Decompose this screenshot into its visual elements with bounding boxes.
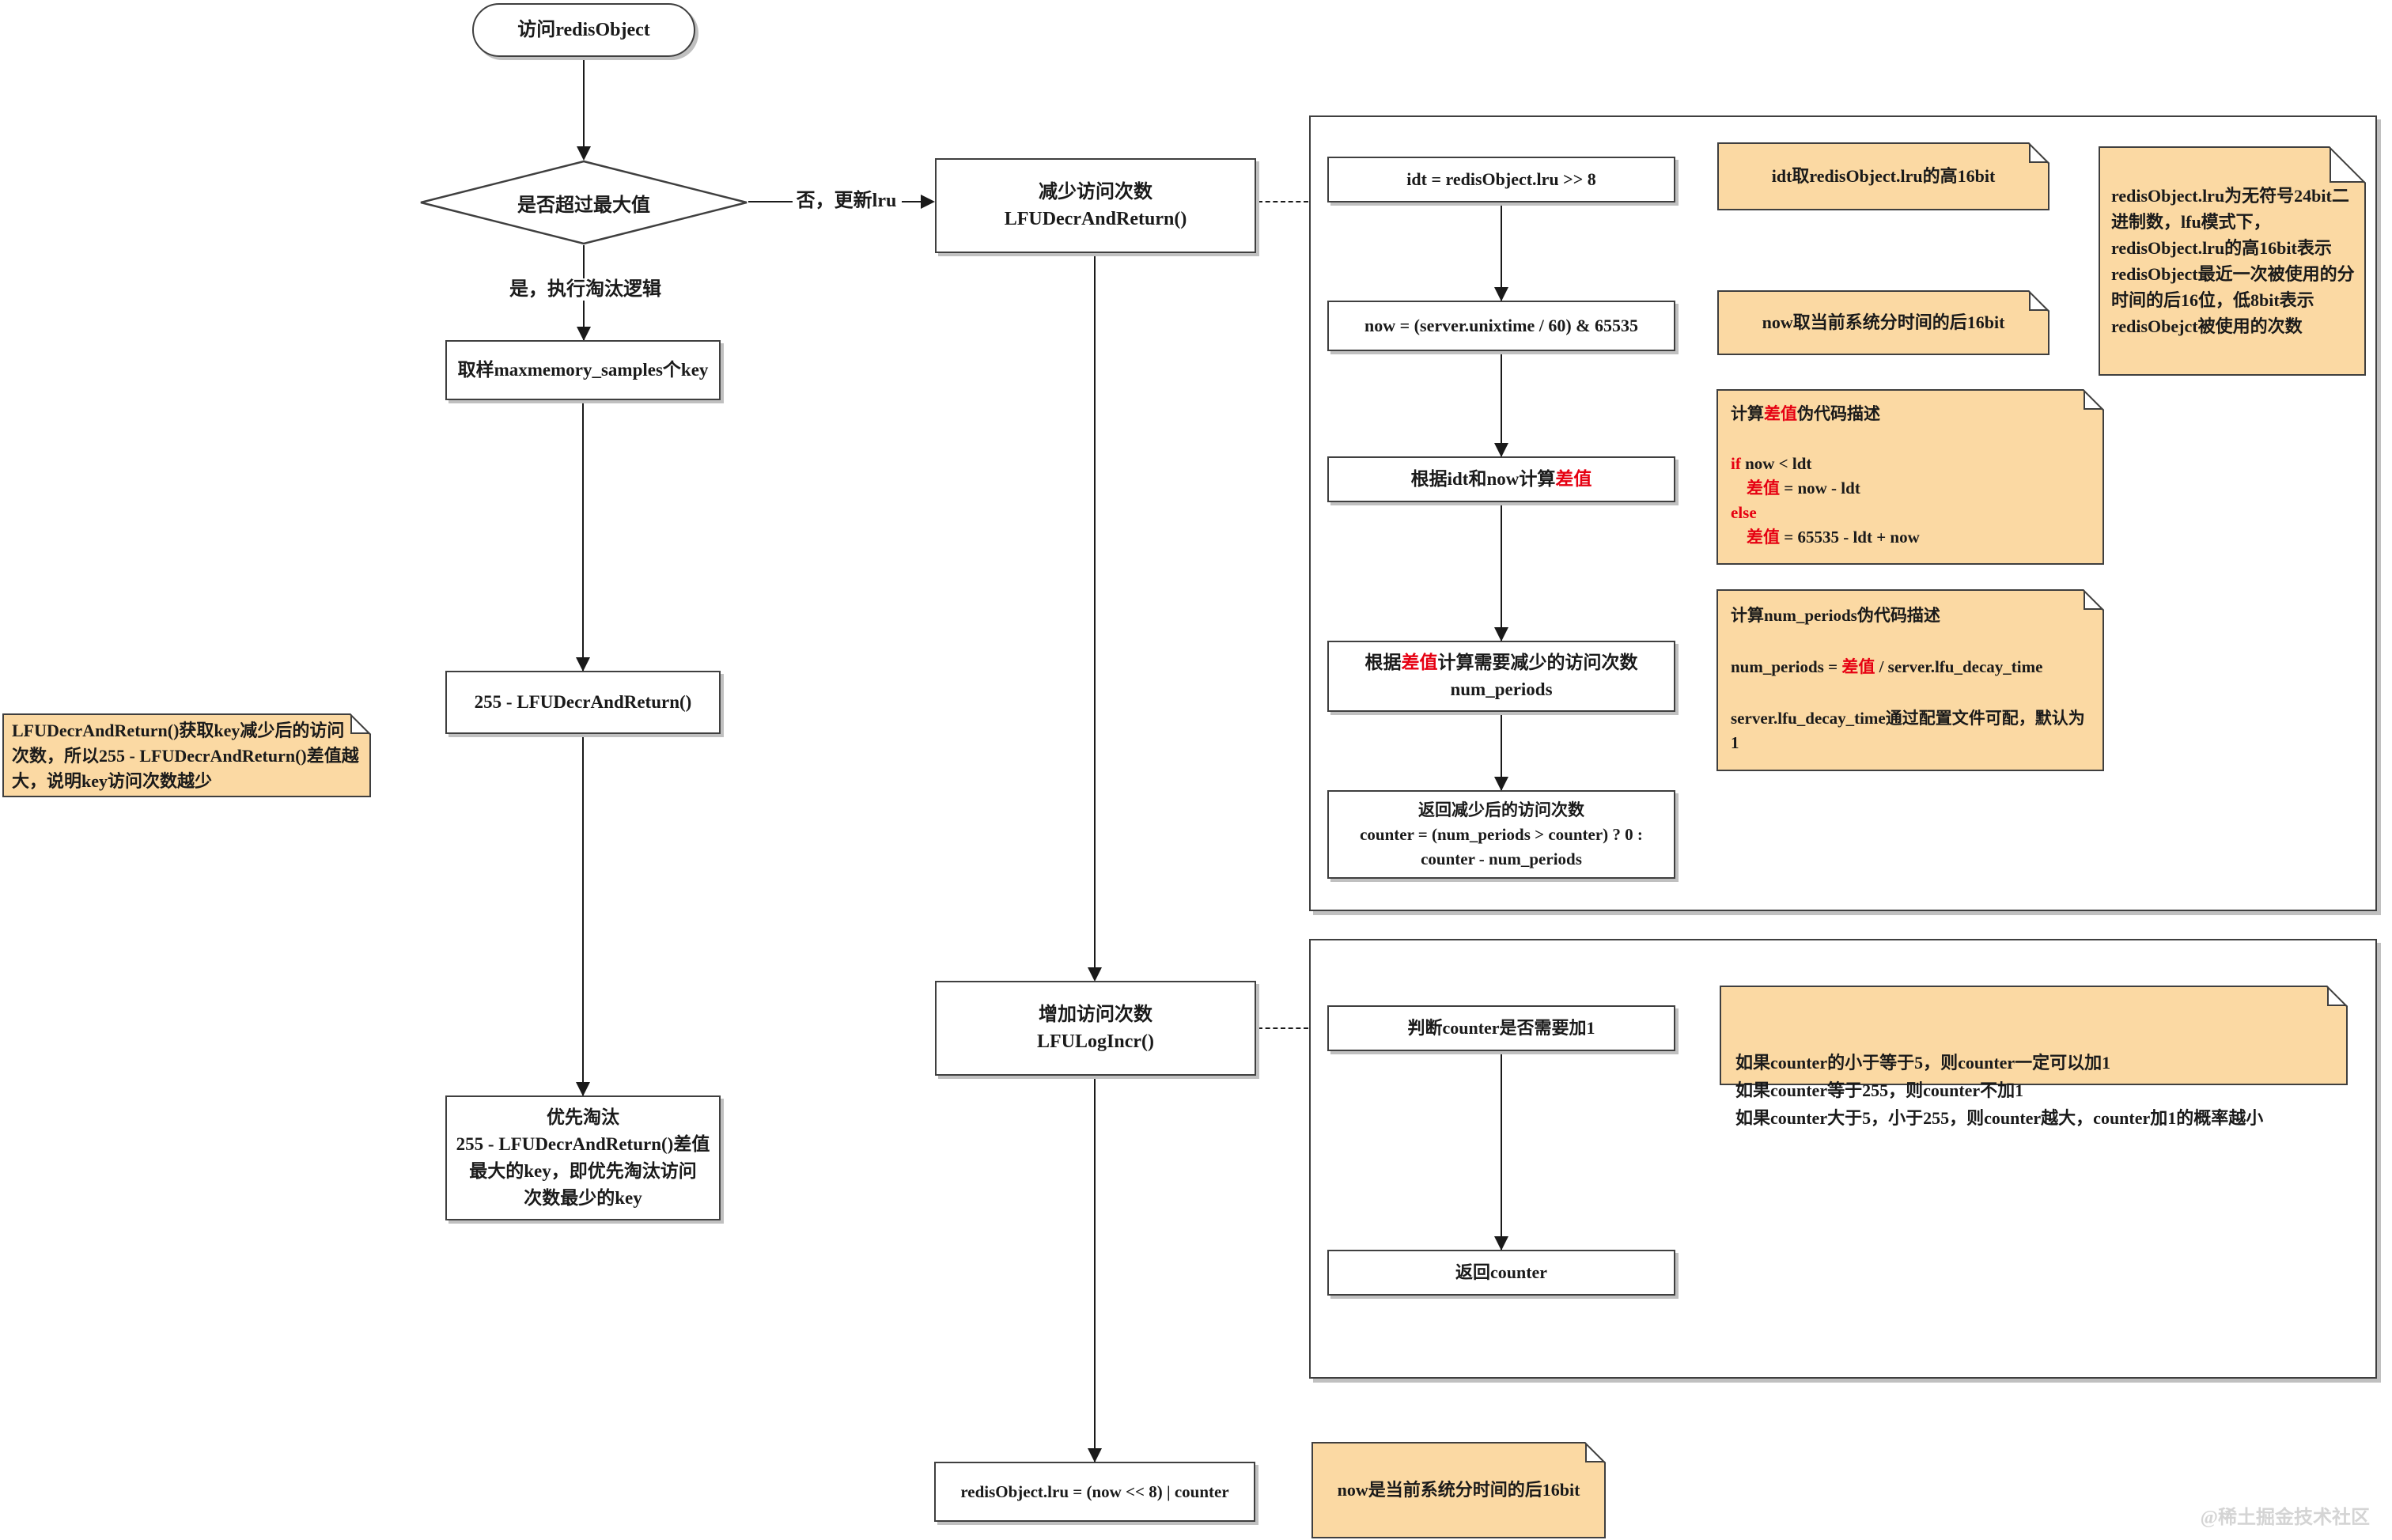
now-box: now = (server.unixtime / 60) & 65535 [1327,301,1675,351]
note-fold-icon [2082,589,2104,611]
note-np-pseudo: 计算num_periods伪代码描述 num_periods = 差值 / se… [1716,589,2104,771]
note-now-bottom: now是当前系统分时间的后16bit [1311,1442,1606,1538]
connector-diff-np [1501,502,1502,641]
connector-np-return [1501,712,1502,790]
note-idt: idt取redisObject.lru的高16bit [1717,142,2049,210]
note-lfu-decr-return: LFUDecrAndReturn()获取key减少后的访问次数，所以255 - … [2,713,371,797]
connector-start-decision [583,57,585,149]
note-text: now取当前系统分时间的后16bit [1762,312,2005,332]
arrowhead-down-icon [1494,777,1508,791]
start-terminator: 访问redisObject [472,3,695,57]
connector-judge-return [1501,1051,1502,1250]
decision-diamond-shape [420,160,748,245]
arrowhead-down-icon [1494,443,1508,457]
arrowhead-down-icon [1494,1236,1508,1251]
connector-calc-evict [582,734,584,1095]
note-text: 如果counter的小于等于5，则counter一定可以加1 如果counter… [1735,1053,2264,1128]
connector-no-left [748,201,793,202]
pseudo-line-np: num_periods = 差值 / server.lfu_decay_time [1731,657,2043,676]
connector-decr-incr [1094,253,1096,968]
note-fold-icon [2082,389,2104,411]
pseudo-line-config: server.lfu_decay_time通过配置文件可配，默认为1 [1731,709,2085,752]
arrowhead-down-icon [1494,287,1508,301]
connector-now-diff [1501,351,1502,456]
arrowhead-down-icon [1494,627,1508,641]
note-counter-rules: 如果counter的小于等于5，则counter一定可以加1 如果counter… [1720,986,2348,1128]
diff-box: 根据idt和now计算差值 [1327,456,1675,502]
pseudo-line-then: 差值 = now - ldt [1747,479,1860,498]
watermark: @稀土掘金技术社区 [2200,1508,2370,1528]
note-now: now取当前系统分时间的后16bit [1717,290,2049,355]
judge-counter-box: 判断counter是否需要加1 [1327,1005,1675,1051]
decision-diamond: 是否超过最大值 [517,195,650,216]
dashed-connector-incr [1258,1027,1308,1029]
edge-label-no: 否，更新lru [793,190,900,212]
decr-fn-box: 减少访问次数 LFUDecrAndReturn() [935,158,1256,253]
return-counter-box: 返回counter [1327,1250,1675,1296]
arrowhead-down-icon [577,327,591,341]
note-lru-layout: redisObject.lru为无符号24bit二进制数，lfu模式下，redi… [2099,146,2366,376]
idt-box: idt = redisObject.lru >> 8 [1327,157,1675,202]
np-box-line1: 根据差值计算需要减少的访问次数 [1364,653,1638,672]
np-box-line2: num_periods [1450,679,1553,699]
arrowhead-down-icon [576,1082,590,1096]
connector-incr-update [1094,1076,1096,1462]
dashed-connector-decr [1258,201,1308,202]
edge-label-yes: 是，执行淘汰逻辑 [475,278,696,301]
note-fold-icon [2328,146,2366,184]
connector-idt-now [1501,202,1502,301]
pseudo-line-if: if now < ldt [1731,454,1812,473]
note-text: idt取redisObject.lru的高16bit [1771,166,1996,186]
arrowhead-right-icon [921,195,935,209]
arrowhead-down-icon [1088,1448,1102,1462]
incr-fn-box: 增加访问次数 LFULogIncr() [935,981,1256,1076]
diff-box-text: 根据idt和now计算 [1410,469,1556,489]
note-text: LFUDecrAndReturn()获取key减少后的访问次数，所以255 - … [12,721,359,791]
note-text: redisObject.lru为无符号24bit二进制数，lfu模式下，redi… [2111,186,2355,336]
decr-calc-box: 255 - LFUDecrAndReturn() [445,671,721,734]
note-diff-pseudo: 计算差值伪代码描述 if now < ldt 差值 = now - ldt el… [1716,389,2104,565]
arrowhead-down-icon [576,657,590,672]
diff-box-red-text: 差值 [1555,469,1592,489]
note-fold-icon [349,713,371,736]
num-periods-box: 根据差值计算需要减少的访问次数 num_periods [1327,641,1675,712]
pseudo-line-else: else [1731,503,1757,522]
note-fold-icon [2326,986,2348,1008]
pseudo-title: 计算差值伪代码描述 [1731,404,1880,423]
update-lru-box: redisObject.lru = (now << 8) | counter [934,1462,1255,1522]
arrowhead-down-icon [577,146,591,161]
note-fold-icon [1584,1442,1606,1464]
connector-no-right [902,201,922,202]
note-fold-icon [2027,142,2049,165]
sample-keys-box: 取样maxmemory_samples个key [445,340,721,400]
pseudo-line-else-calc: 差值 = 65535 - ldt + now [1747,528,1920,547]
evict-box: 优先淘汰 255 - LFUDecrAndReturn()差值 最大的key，即… [445,1095,721,1220]
pseudo-title: 计算num_periods伪代码描述 [1731,606,1940,625]
note-fold-icon [2027,290,2049,312]
return-decr-counter-box: 返回减少后的访问次数 counter = (num_periods > coun… [1327,790,1675,879]
connector-sample-calc [582,400,584,671]
arrowhead-down-icon [1088,967,1102,982]
note-text: now是当前系统分时间的后16bit [1337,1480,1580,1500]
